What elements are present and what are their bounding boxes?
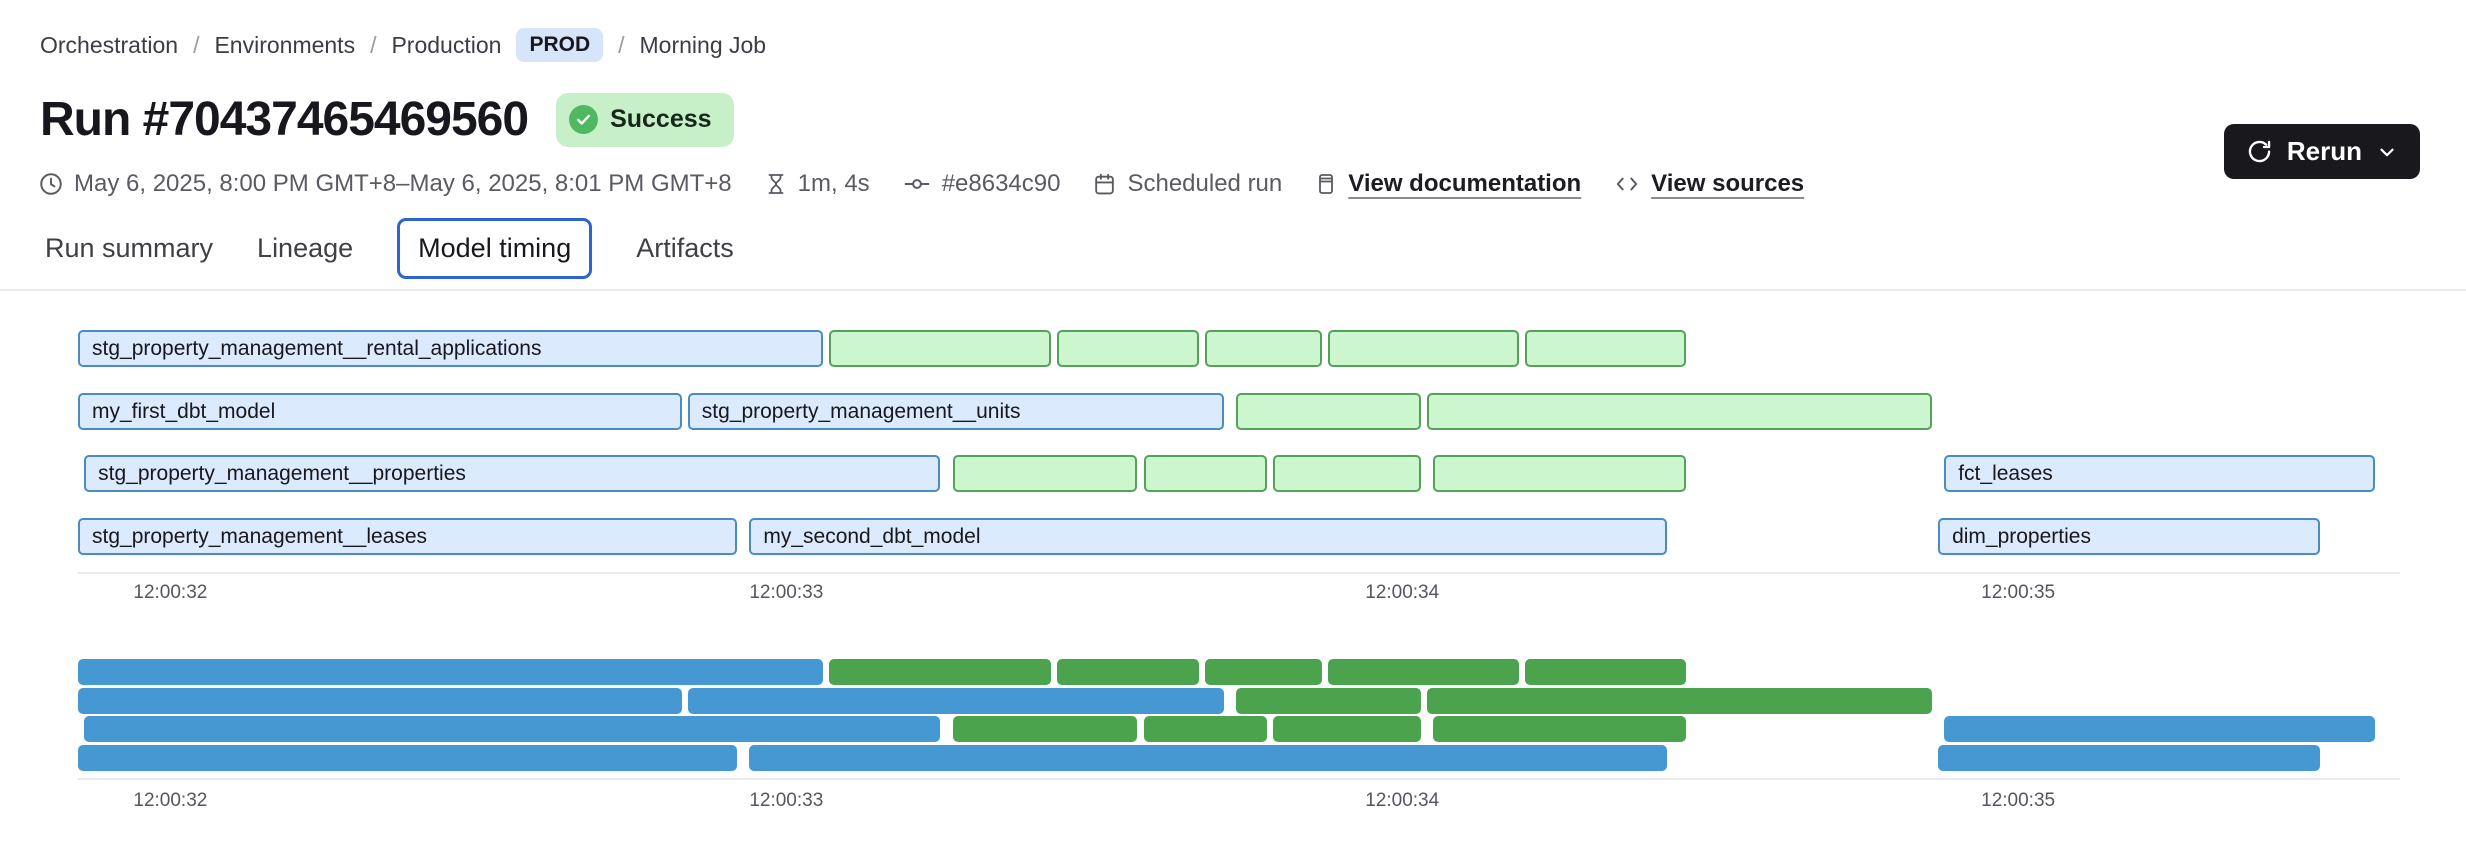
minimap-bar-fct_leases[interactable] — [1944, 716, 2376, 742]
breadcrumb-environments[interactable]: Environments — [214, 31, 356, 58]
tab-lineage[interactable]: Lineage — [257, 233, 354, 263]
gantt-bar[interactable] — [1143, 455, 1267, 492]
gantt-bar[interactable] — [1057, 330, 1199, 367]
minimap-row — [78, 659, 2400, 685]
gantt-bar[interactable] — [1235, 392, 1421, 430]
refresh-icon — [2246, 138, 2273, 165]
gantt-bar-stg_property_management__leases[interactable]: stg_property_management__leases — [78, 517, 738, 555]
tab-bar: Run summary Lineage Model timing Artifacts — [45, 218, 734, 279]
minimap-bar-stg_property_management__units[interactable] — [687, 687, 1224, 714]
gantt-axis-line — [78, 572, 2400, 574]
rerun-label: Rerun — [2286, 136, 2362, 166]
tab-artifacts[interactable]: Artifacts — [636, 233, 734, 263]
minimap-bar[interactable] — [1433, 716, 1686, 742]
minimap-bar-stg_property_management__leases[interactable] — [78, 744, 738, 771]
gantt-bar[interactable] — [1328, 330, 1520, 367]
gantt-bar-my_second_dbt_model[interactable]: my_second_dbt_model — [749, 517, 1668, 555]
status-label: Success — [610, 105, 712, 133]
minimap-axis-labels: 12:00:32 12:00:33 12:00:34 12:00:35 — [78, 790, 2400, 814]
code-icon — [1613, 171, 1641, 197]
minimap-row — [78, 716, 2400, 742]
tab-model-timing[interactable]: Model timing — [397, 218, 593, 279]
minimap-bar[interactable] — [1205, 659, 1323, 685]
timing-minimap: 12:00:32 12:00:33 12:00:34 12:00:35 — [78, 659, 2400, 829]
minimap-axis-line — [78, 778, 2400, 780]
page-title: Run #70437465469560 — [40, 93, 529, 146]
gantt-bar[interactable] — [829, 330, 1052, 367]
view-sources-link[interactable]: View sources — [1651, 170, 1805, 197]
breadcrumb: Orchestration / Environments / Productio… — [40, 28, 766, 62]
minimap-bar[interactable] — [1057, 659, 1199, 685]
minimap-bar-dim_properties[interactable] — [1938, 744, 2320, 771]
run-time-range: May 6, 2025, 8:00 PM GMT+8–May 6, 2025, … — [38, 170, 732, 198]
gantt-bar-stg_property_management__units[interactable]: stg_property_management__units — [687, 392, 1224, 430]
axis-tick-label: 12:00:32 — [133, 790, 208, 811]
gantt-bar-dim_properties[interactable]: dim_properties — [1938, 517, 2320, 555]
axis-tick-label: 12:00:33 — [749, 582, 824, 603]
minimap-bar-stg_property_management__properties[interactable] — [84, 716, 941, 742]
hourglass-icon — [764, 171, 788, 197]
gantt-bar-my_first_dbt_model[interactable]: my_first_dbt_model — [78, 392, 682, 430]
gantt-bar-stg_property_management__rental_applications[interactable]: stg_property_management__rental_applicat… — [78, 330, 824, 367]
breadcrumb-separator: / — [618, 31, 625, 58]
minimap-bar[interactable] — [1525, 659, 1686, 685]
axis-tick-label: 12:00:34 — [1365, 790, 1440, 811]
breadcrumb-separator: / — [193, 31, 200, 58]
gantt-row: stg_property_management__rental_applicat… — [78, 330, 2400, 367]
minimap-row — [78, 744, 2400, 771]
model-timing-gantt: 12:00:32 12:00:33 12:00:34 12:00:35 stg_pro… — [78, 330, 2400, 610]
status-badge: Success — [556, 92, 734, 147]
minimap-bar[interactable] — [1272, 716, 1421, 742]
gantt-axis-labels: 12:00:32 12:00:33 12:00:34 12:00:35 — [78, 582, 2400, 606]
breadcrumb-orchestration[interactable]: Orchestration — [40, 31, 179, 58]
commit-hash: #e8634c90 — [902, 170, 1060, 198]
breadcrumb-separator: / — [370, 31, 377, 58]
gantt-row: stg_property_management__leases my_second… — [78, 517, 2400, 555]
gantt-bar[interactable] — [1433, 455, 1686, 492]
gantt-bar[interactable] — [1272, 455, 1421, 492]
run-duration: 1m, 4s — [764, 170, 870, 198]
title-row: Run #70437465469560 Success — [40, 92, 734, 147]
clock-icon — [38, 171, 64, 197]
gantt-bar-fct_leases[interactable]: fct_leases — [1944, 455, 2376, 492]
run-trigger: Scheduled run — [1092, 170, 1282, 198]
minimap-bar-my_first_dbt_model[interactable] — [78, 687, 682, 714]
gantt-bar[interactable] — [1525, 330, 1686, 367]
minimap-bar[interactable] — [952, 716, 1138, 742]
breadcrumb-production[interactable]: Production — [391, 31, 502, 58]
calendar-icon — [1092, 171, 1117, 197]
minimap-bar[interactable] — [829, 659, 1052, 685]
rerun-button[interactable]: Rerun — [2223, 124, 2420, 179]
minimap-bar[interactable] — [1328, 659, 1520, 685]
run-metadata: May 6, 2025, 8:00 PM GMT+8–May 6, 2025, … — [38, 170, 1804, 198]
axis-tick-label: 12:00:33 — [749, 790, 824, 811]
view-sources[interactable]: View sources — [1613, 170, 1804, 198]
minimap-bar[interactable] — [1143, 716, 1267, 742]
success-check-icon — [569, 105, 599, 134]
gantt-bar[interactable] — [952, 455, 1138, 492]
minimap-row — [78, 687, 2400, 714]
commit-icon — [902, 171, 932, 197]
gantt-bar-stg_property_management__properties[interactable]: stg_property_management__properties — [84, 455, 941, 492]
axis-tick-label: 12:00:34 — [1365, 582, 1440, 603]
gantt-bar[interactable] — [1426, 392, 1932, 430]
gantt-bar[interactable] — [1205, 330, 1323, 367]
minimap-bar[interactable] — [1426, 687, 1932, 714]
minimap-bar-stg_property_management__rental_applications[interactable] — [78, 659, 824, 685]
tab-separator — [0, 289, 2466, 291]
axis-tick-label: 12:00:35 — [1981, 790, 2056, 811]
gantt-row: stg_property_management__properties fct_l… — [78, 455, 2400, 492]
document-icon — [1314, 171, 1338, 197]
axis-tick-label: 12:00:35 — [1981, 582, 2056, 603]
environment-badge: PROD — [516, 28, 604, 62]
breadcrumb-morning-job[interactable]: Morning Job — [639, 31, 767, 58]
minimap-bar[interactable] — [1235, 687, 1421, 714]
view-documentation-link[interactable]: View documentation — [1348, 170, 1582, 197]
minimap-bar-my_second_dbt_model[interactable] — [749, 744, 1668, 771]
view-documentation[interactable]: View documentation — [1314, 170, 1581, 198]
axis-tick-label: 12:00:32 — [133, 582, 208, 603]
tab-run-summary[interactable]: Run summary — [45, 233, 214, 263]
chevron-down-icon — [2376, 141, 2398, 163]
